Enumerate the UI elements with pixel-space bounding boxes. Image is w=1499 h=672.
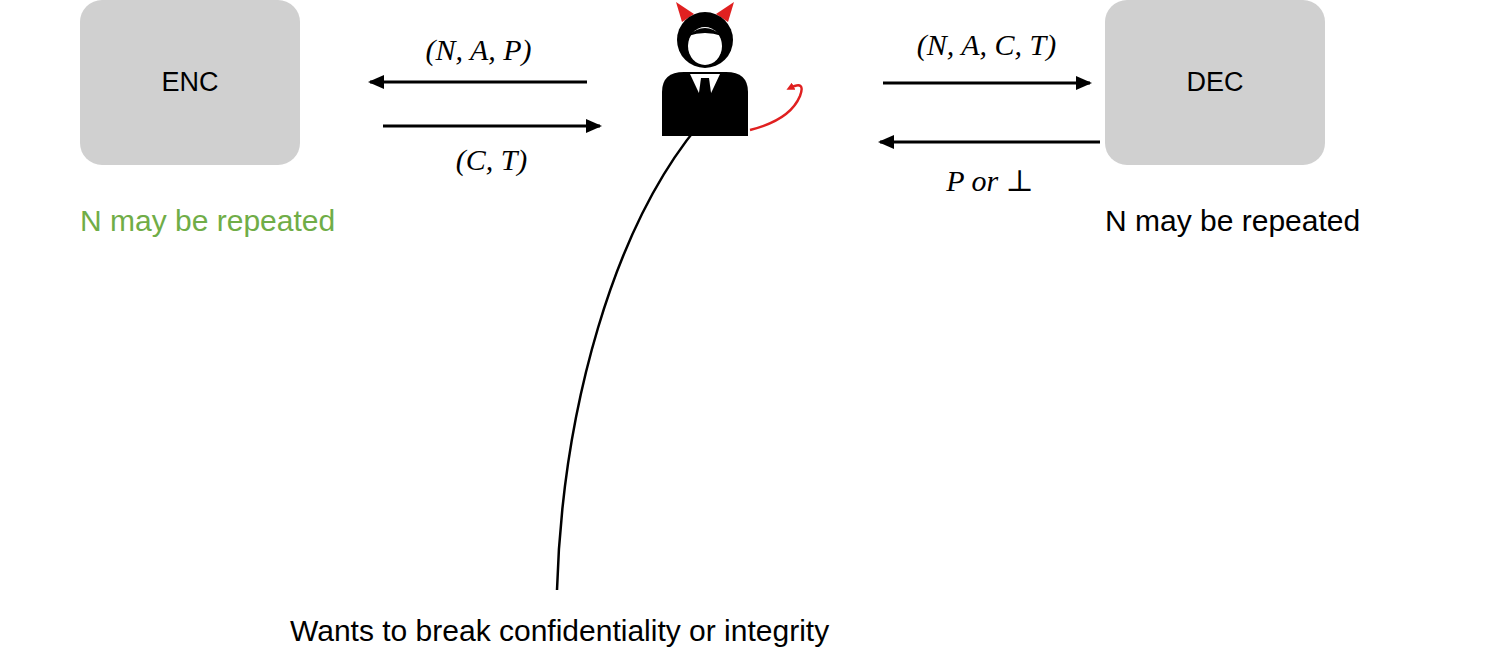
message-label: (C, T) — [456, 143, 528, 177]
message-arrow — [383, 125, 600, 128]
message-label: P or ⊥ — [946, 163, 1034, 198]
message-label: (N, A, P) — [425, 33, 531, 67]
message-arrow — [880, 141, 1100, 144]
message-arrow — [370, 81, 587, 84]
message-arrow — [883, 82, 1090, 85]
node-label: ENC — [161, 67, 218, 98]
node-label: DEC — [1186, 67, 1243, 98]
process-box: DEC — [1105, 0, 1325, 165]
message-label: (N, A, C, T) — [917, 28, 1056, 62]
adversary-figure — [662, 2, 802, 136]
process-box: ENC — [80, 0, 300, 165]
caption-text: Wants to break confidentiality or integr… — [290, 614, 829, 648]
note-text: N may be repeated — [1105, 204, 1360, 238]
adversary-node: Wants to break confidentiality or integr… — [600, 20, 880, 150]
callout-arrow — [557, 110, 712, 590]
note-text: N may be repeated — [80, 204, 335, 238]
